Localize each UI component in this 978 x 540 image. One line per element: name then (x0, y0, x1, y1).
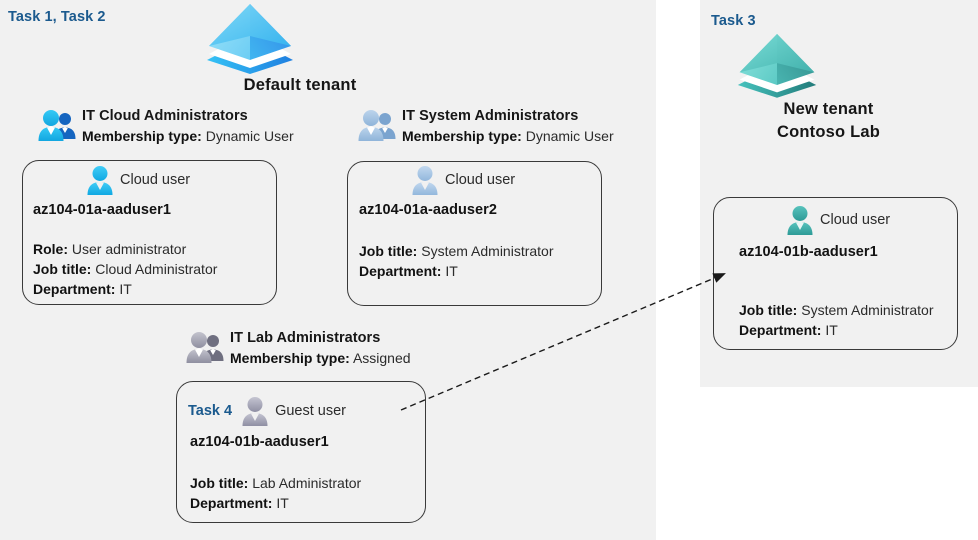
user-upn: az104-01a-aaduser1 (33, 202, 171, 218)
guest-card-head: Task 4 Guest user (188, 396, 346, 426)
azure-ad-tenant-icon (736, 32, 921, 98)
user-kind: Cloud user (120, 172, 191, 188)
user-properties: Role: User administrator Job title: Clou… (33, 240, 217, 300)
user-card-aaduser1[interactable] (22, 160, 277, 305)
azure-ad-tenant-icon (205, 2, 395, 74)
group-users-icon (358, 109, 396, 143)
prop-value-jobtitle: Cloud Administrator (95, 260, 218, 277)
prop-label-department: Department: (33, 280, 116, 297)
guest-user-card[interactable] (176, 381, 426, 523)
membership-type-value: Dynamic User (525, 128, 614, 145)
group-users-icon (38, 109, 76, 143)
group-it-system-administrators: IT System Administrators Membership type… (358, 105, 614, 147)
prop-label-department: Department: (190, 494, 273, 511)
task-label-4: Task 4 (188, 403, 233, 419)
group-name: IT Cloud Administrators (82, 108, 248, 124)
prop-value-jobtitle: System Administrator (421, 243, 554, 259)
prop-label-jobtitle: Job title: (739, 302, 798, 318)
prop-label-jobtitle: Job title: (190, 475, 249, 491)
default-tenant-panel (0, 0, 656, 540)
default-tenant-block: Default tenant (205, 2, 395, 97)
user-upn: az104-01b-aaduser1 (739, 244, 878, 260)
prop-value-jobtitle: Lab Administrator (252, 475, 362, 491)
user-card-head: Cloud user (411, 165, 515, 195)
guest-user-upn: az104-01b-aaduser1 (190, 434, 329, 450)
group-name: IT Lab Administrators (230, 330, 381, 346)
user-card-head: Cloud user (786, 205, 890, 235)
new-tenant-block: New tenant Contoso Lab (736, 32, 921, 145)
user-properties: Job title: System Administrator Departme… (739, 301, 934, 341)
membership-type-label: Membership type: (230, 350, 350, 367)
membership-type-value: Assigned (352, 350, 411, 367)
new-tenant-panel (700, 0, 978, 387)
prop-label-jobtitle: Job title: (33, 260, 92, 277)
user-kind: Cloud user (820, 212, 891, 228)
user-kind: Cloud user (445, 172, 516, 188)
prop-value-department: IT (276, 494, 289, 511)
cloud-user-icon (411, 165, 439, 195)
user-upn: az104-01a-aaduser2 (359, 202, 497, 218)
default-tenant-name: Default tenant (243, 76, 357, 94)
prop-value-role: User administrator (71, 241, 187, 257)
membership-type-label: Membership type: (402, 128, 522, 145)
membership-type-value: Dynamic User (205, 128, 294, 145)
guest-user-icon (241, 396, 269, 426)
prop-label-jobtitle: Job title: (359, 243, 418, 259)
group-it-lab-administrators: IT Lab Administrators Membership type: A… (186, 327, 411, 369)
prop-label-department: Department: (739, 321, 822, 338)
membership-type-label: Membership type: (82, 128, 202, 145)
task-label-3: Task 3 (711, 13, 756, 29)
group-name: IT System Administrators (402, 108, 579, 124)
user-properties: Job title: System Administrator Departme… (359, 242, 554, 282)
new-tenant-name-line2: Contoso Lab (776, 123, 881, 142)
user-kind: Guest user (275, 403, 346, 419)
prop-label-department: Department: (359, 262, 442, 279)
task-label-1-2: Task 1, Task 2 (8, 9, 106, 25)
prop-value-jobtitle: System Administrator (801, 302, 934, 318)
prop-value-department: IT (825, 321, 838, 338)
prop-label-role: Role: (33, 241, 68, 257)
user-card-head: Cloud user (86, 165, 190, 195)
group-users-icon (186, 331, 224, 365)
prop-value-department: IT (119, 280, 132, 297)
guest-user-properties: Job title: Lab Administrator Department:… (190, 474, 361, 514)
new-tenant-name-line1: New tenant (783, 100, 874, 118)
group-it-cloud-administrators: IT Cloud Administrators Membership type:… (38, 105, 294, 147)
prop-value-department: IT (445, 262, 458, 279)
cloud-user-icon (786, 205, 814, 235)
cloud-user-icon (86, 165, 114, 195)
